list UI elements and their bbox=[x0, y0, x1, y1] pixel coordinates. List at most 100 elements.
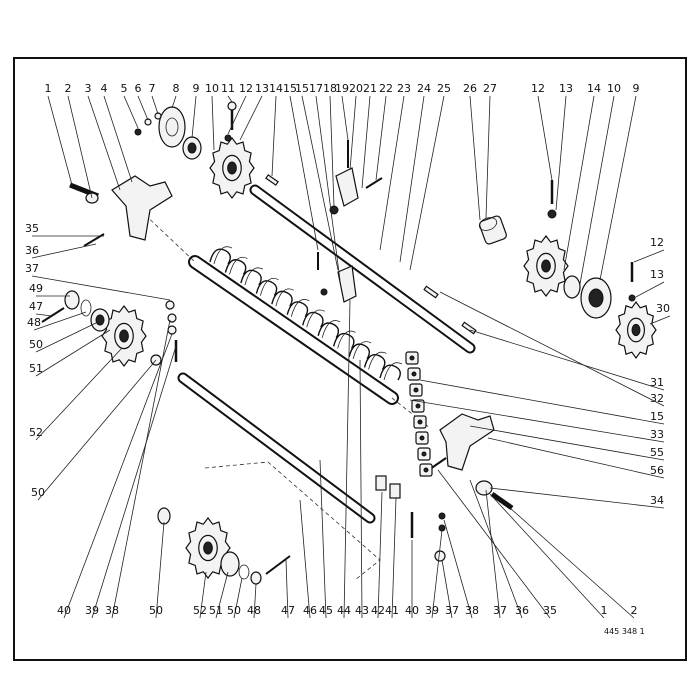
sprocket-top-left bbox=[209, 137, 255, 199]
top-label: 25 bbox=[437, 82, 451, 95]
bottom-label: 42 bbox=[371, 604, 385, 617]
top-label: 21 bbox=[363, 82, 377, 95]
hub-flange-right bbox=[563, 275, 612, 319]
top-label: 7 bbox=[149, 82, 156, 95]
top-label: 1 bbox=[45, 82, 52, 95]
top-label: 13 bbox=[255, 82, 269, 95]
bottom-label: 51 bbox=[209, 604, 223, 617]
top-label: 26 bbox=[463, 82, 477, 95]
bottom-label: 41 bbox=[385, 604, 399, 617]
upper-shaft bbox=[249, 184, 476, 354]
reference-code: 445 348 1 bbox=[604, 627, 645, 636]
top-label: 17 bbox=[309, 82, 323, 95]
top-label: 22 bbox=[379, 82, 393, 95]
bottom-label: 38 bbox=[465, 604, 479, 617]
top-label: 10 bbox=[205, 82, 219, 95]
right-label: 15 bbox=[650, 410, 664, 423]
top-label: 3 bbox=[85, 82, 92, 95]
topRight-label: 14 bbox=[587, 82, 601, 95]
bottom-label: 40 bbox=[405, 604, 419, 617]
top-label: 20 bbox=[349, 82, 363, 95]
top-label: 24 bbox=[417, 82, 431, 95]
sprocket-bottom bbox=[185, 517, 231, 579]
top-label: 23 bbox=[397, 82, 411, 95]
bottom-label: 47 bbox=[281, 604, 295, 617]
fasteners bbox=[134, 101, 636, 562]
top-label: 6 bbox=[135, 82, 142, 95]
left-label: 50 bbox=[29, 338, 43, 351]
bracket-right bbox=[419, 413, 514, 511]
left-label: 52 bbox=[29, 426, 43, 439]
bearing-stack-left bbox=[41, 290, 110, 332]
top-label: 27 bbox=[483, 82, 497, 95]
left-label: 51 bbox=[29, 362, 43, 375]
top-label: 18 bbox=[323, 82, 337, 95]
main-shaft bbox=[188, 255, 399, 405]
bottom-label: 36 bbox=[515, 604, 529, 617]
sprocket-left bbox=[101, 305, 147, 367]
tine-holder bbox=[317, 252, 357, 303]
bottom-label: 45 bbox=[319, 604, 333, 617]
bottom-label: 44 bbox=[337, 604, 351, 617]
top-label: 11 bbox=[221, 82, 235, 95]
bottom-label: 35 bbox=[543, 604, 557, 617]
bottom-label: 52 bbox=[193, 604, 207, 617]
left-label: 49 bbox=[29, 282, 43, 295]
roller-chain bbox=[375, 351, 433, 499]
assembly-guides bbox=[139, 209, 431, 581]
bracket-left bbox=[69, 175, 173, 247]
bottom-label: 46 bbox=[303, 604, 317, 617]
left-label: 50 bbox=[31, 486, 45, 499]
right-label: 30 bbox=[656, 302, 670, 315]
bottom-label: 38 bbox=[105, 604, 119, 617]
left-label: 47 bbox=[29, 300, 43, 313]
topRight-label: 10 bbox=[607, 82, 621, 95]
top-label: 19 bbox=[335, 82, 349, 95]
bushing-right bbox=[478, 215, 507, 245]
top-label: 14 bbox=[269, 82, 283, 95]
topRight-label: 12 bbox=[531, 82, 545, 95]
bottom-label: 1 bbox=[601, 604, 608, 617]
top-label: 9 bbox=[193, 82, 200, 95]
leader-lines bbox=[31, 95, 671, 619]
bottom-label: 48 bbox=[247, 604, 261, 617]
lower-shaft bbox=[177, 372, 376, 524]
top-label: 4 bbox=[101, 82, 108, 95]
bottom-label: 37 bbox=[445, 604, 459, 617]
bottom-label: 37 bbox=[493, 604, 507, 617]
right-label: 32 bbox=[650, 392, 664, 405]
right-label: 34 bbox=[650, 494, 664, 507]
sprocket-right bbox=[615, 300, 657, 360]
bearing-stack-bottom bbox=[157, 507, 291, 585]
sprocket-right-upper bbox=[523, 235, 569, 297]
right-label: 13 bbox=[650, 268, 664, 281]
top-label: 12 bbox=[239, 82, 253, 95]
left-label: 48 bbox=[27, 316, 41, 329]
bottom-label: 50 bbox=[227, 604, 241, 617]
bottom-label: 2 bbox=[631, 604, 638, 617]
right-label: 33 bbox=[650, 428, 664, 441]
bottom-label: 39 bbox=[85, 604, 99, 617]
right-labels: 12 13 30 31 32 15 33 55 56 34 bbox=[650, 236, 670, 507]
top-label: 15 bbox=[283, 82, 297, 95]
right-label: 56 bbox=[650, 464, 664, 477]
right-label: 31 bbox=[650, 376, 664, 389]
left-label: 37 bbox=[25, 262, 39, 275]
top-label: 2 bbox=[65, 82, 72, 95]
top-bracket bbox=[329, 140, 383, 215]
bottom-label: 39 bbox=[425, 604, 439, 617]
right-label: 55 bbox=[650, 446, 664, 459]
spring-tines bbox=[209, 246, 403, 381]
bottom-label: 40 bbox=[57, 604, 71, 617]
top-label: 8 bbox=[173, 82, 180, 95]
hub-flange-top-left bbox=[158, 106, 202, 160]
diagram-frame bbox=[13, 57, 687, 661]
topRight-label: 13 bbox=[559, 82, 573, 95]
right-label: 12 bbox=[650, 236, 664, 249]
left-label: 36 bbox=[25, 244, 39, 257]
